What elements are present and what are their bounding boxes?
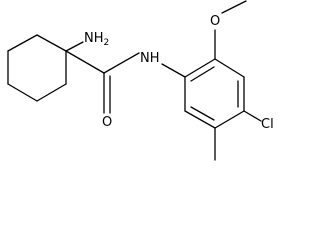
aromatic-inner-bond: [190, 66, 215, 82]
alpha-carbonyl-bond: [65, 50, 105, 74]
carbonyl-oxygen-label: O: [102, 115, 112, 130]
n-aryl-bond: [161, 63, 186, 78]
ring-bond: [184, 110, 216, 129]
methoxy-methyl-bond: [221, 0, 247, 14]
ring-bond: [7, 34, 38, 52]
amine-label: NH2: [84, 31, 109, 48]
amine-label-main: NH: [84, 31, 104, 46]
chemical-structure: NH2 NH O O Cl: [7, 0, 274, 161]
chloro-bond: [243, 110, 262, 122]
cyclohexane-ring: [7, 34, 67, 102]
amine-label-subscript: 2: [104, 38, 110, 48]
ring-bond: [36, 34, 67, 52]
ring-bond: [184, 58, 216, 78]
amine-bond: [65, 41, 84, 52]
chlorine-label: Cl: [261, 117, 274, 132]
ring-bond: [214, 110, 245, 129]
ring-bond: [36, 83, 67, 102]
amide-nh-label: NH: [140, 51, 160, 66]
ring-bond: [7, 83, 38, 102]
amide-bond: [103, 52, 140, 74]
aromatic-inner-bond: [190, 106, 215, 121]
benzene-ring: [184, 58, 245, 129]
ring-bond: [214, 58, 245, 78]
methoxy-oxygen-label: O: [210, 14, 220, 29]
carbonyl-double-bond: [103, 72, 111, 114]
